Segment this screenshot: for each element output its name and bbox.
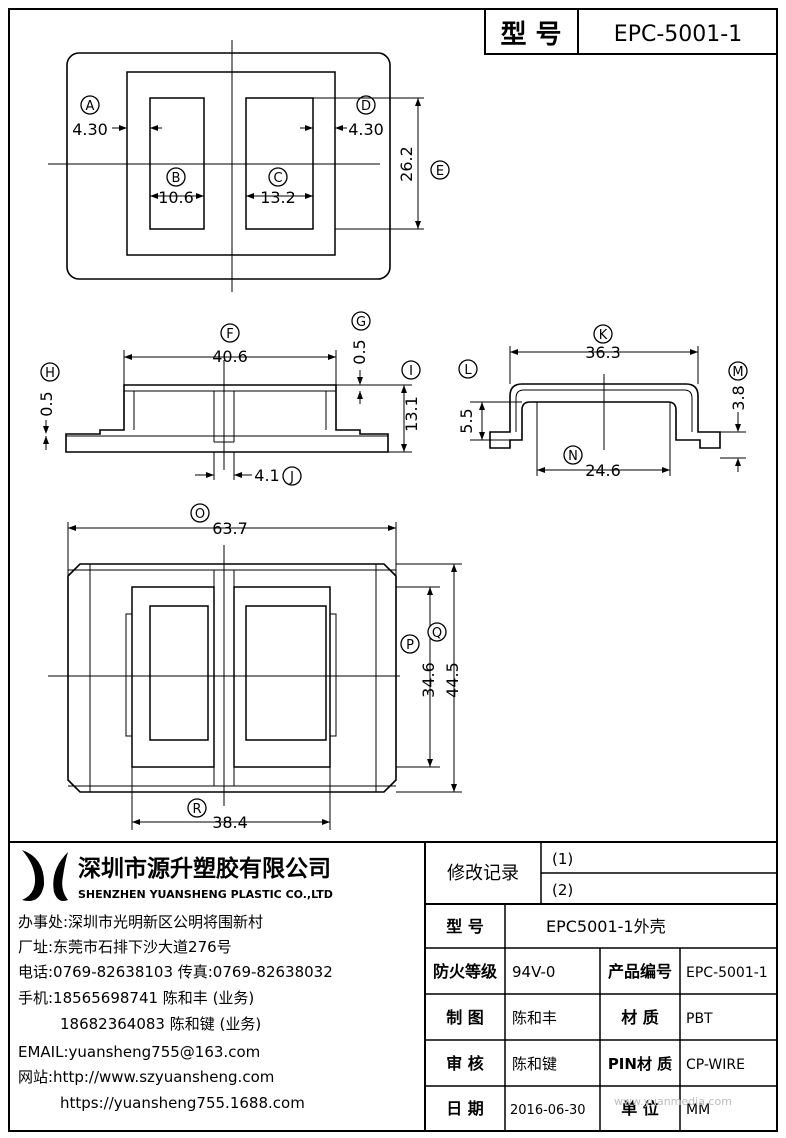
company-factory: 厂址:东莞市石排下沙大道276号: [18, 938, 232, 956]
side-view-body: [489, 383, 721, 449]
product-code-value: EPC-5001-1: [686, 965, 768, 981]
model-value: EPC5001-1外壳: [546, 917, 666, 936]
dim-O: 63.7: [212, 519, 248, 538]
label-B: B: [172, 171, 181, 186]
dim-C: 13.2: [260, 188, 296, 207]
company-website: 网站:http://www.szyuansheng.com: [18, 1068, 274, 1086]
company-logo: [22, 850, 68, 901]
revision-label: 修改记录: [447, 863, 519, 884]
label-I: I: [409, 364, 413, 379]
dim-I: 13.1: [402, 396, 421, 432]
watermark: www.yuanmedia.com: [614, 1095, 732, 1108]
bottom-view-body: [67, 563, 397, 793]
label-H: H: [45, 366, 55, 381]
dim-P: 34.6: [419, 662, 438, 698]
dim-R: 38.4: [212, 813, 248, 832]
label-Q: Q: [432, 626, 442, 641]
bottom-view: O 63.7 34.6 P 44.5 Q R 38.4: [48, 503, 462, 832]
reviewed-by-label: 审 核: [446, 1054, 484, 1073]
dim-A: 4.30: [72, 120, 108, 139]
company-email: EMAIL:yuansheng755@163.com: [18, 1043, 260, 1061]
company-name-en: SHENZHEN YUANSHENG PLASTIC CO.,LTD: [78, 888, 333, 901]
label-A: A: [86, 99, 95, 114]
label-G: G: [356, 315, 366, 330]
label-M: M: [732, 365, 743, 380]
company-mobile-2: 18682364083 陈和键 (业务): [60, 1015, 261, 1033]
pin-material-value: CP-WIRE: [686, 1057, 745, 1073]
reviewed-by-value: 陈和键: [512, 1055, 557, 1073]
material-value: PBT: [686, 1011, 713, 1027]
model-header-label: 型 号: [500, 20, 561, 50]
dim-Q: 44.5: [443, 662, 462, 698]
revision-row-1: (1): [552, 850, 573, 868]
label-D: D: [361, 99, 371, 114]
label-R: R: [192, 802, 201, 817]
label-O: O: [195, 507, 205, 522]
top-view-body: [66, 52, 391, 280]
company-office: 办事处:深圳市光明新区公明将围新村: [18, 913, 263, 931]
top-view: A 4.30 D 4.30 B 10.6 C 13.2 26.2 E: [48, 40, 450, 292]
label-P: P: [406, 638, 414, 653]
dim-E: 26.2: [397, 146, 416, 182]
label-C: C: [273, 171, 282, 186]
company-phone-fax: 电话:0769-82638103 传真:0769-82638032: [18, 963, 333, 981]
bottom-view-window-right: [245, 605, 327, 741]
dim-G: 0.5: [350, 339, 369, 364]
company-store-url: https://yuansheng755.1688.com: [60, 1094, 305, 1112]
material-label: 材 质: [621, 1008, 659, 1027]
model-header-value: EPC-5001-1: [614, 22, 742, 47]
model-label: 型 号: [446, 917, 484, 936]
dim-F: 40.6: [212, 347, 248, 366]
drawing-border: [8, 8, 778, 1132]
dim-K: 36.3: [585, 343, 621, 362]
fire-rating-value: 94V-0: [512, 963, 555, 981]
dim-L: 5.5: [457, 408, 476, 433]
date-value: 2016-06-30: [510, 1103, 586, 1118]
product-code-label: 产品编号: [608, 962, 672, 981]
company-name-cn: 深圳市源升塑胶有限公司: [78, 855, 331, 882]
label-F: F: [226, 327, 233, 342]
model-header: 型 号 EPC-5001-1: [484, 8, 778, 55]
company-mobile-1: 手机:18565698741 陈和丰 (业务): [18, 989, 254, 1007]
pin-material-label: PIN材 质: [608, 1055, 672, 1073]
date-label: 日 期: [446, 1099, 484, 1118]
label-K: K: [599, 328, 608, 343]
label-E: E: [436, 164, 444, 179]
side-view: K 36.3 5.5 L 3.8 M N 24.6: [457, 324, 748, 480]
fire-rating-label: 防火等级: [433, 962, 498, 981]
dim-N: 24.6: [585, 461, 621, 480]
unit-label: 单 位: [621, 1099, 659, 1118]
dim-B: 10.6: [158, 188, 194, 207]
label-L: L: [464, 363, 472, 378]
unit-value: MM: [686, 1102, 710, 1118]
title-block: 深圳市源升塑胶有限公司 SHENZHEN YUANSHENG PLASTIC C…: [9, 841, 777, 1131]
front-view: F 40.6 0.5 G 0.5 H 13.1 I 4.1: [37, 311, 421, 486]
dim-H: 0.5: [37, 391, 56, 416]
drawn-by-value: 陈和丰: [512, 1009, 557, 1027]
dim-D: 4.30: [348, 120, 384, 139]
revision-row-2: (2): [552, 881, 573, 899]
drawn-by-label: 制 图: [446, 1008, 484, 1027]
label-N: N: [568, 449, 578, 464]
dim-M: 3.8: [729, 385, 748, 410]
bottom-view-window-left: [149, 605, 209, 741]
dim-J: 4.1: [254, 466, 279, 485]
label-J: J: [289, 470, 294, 485]
